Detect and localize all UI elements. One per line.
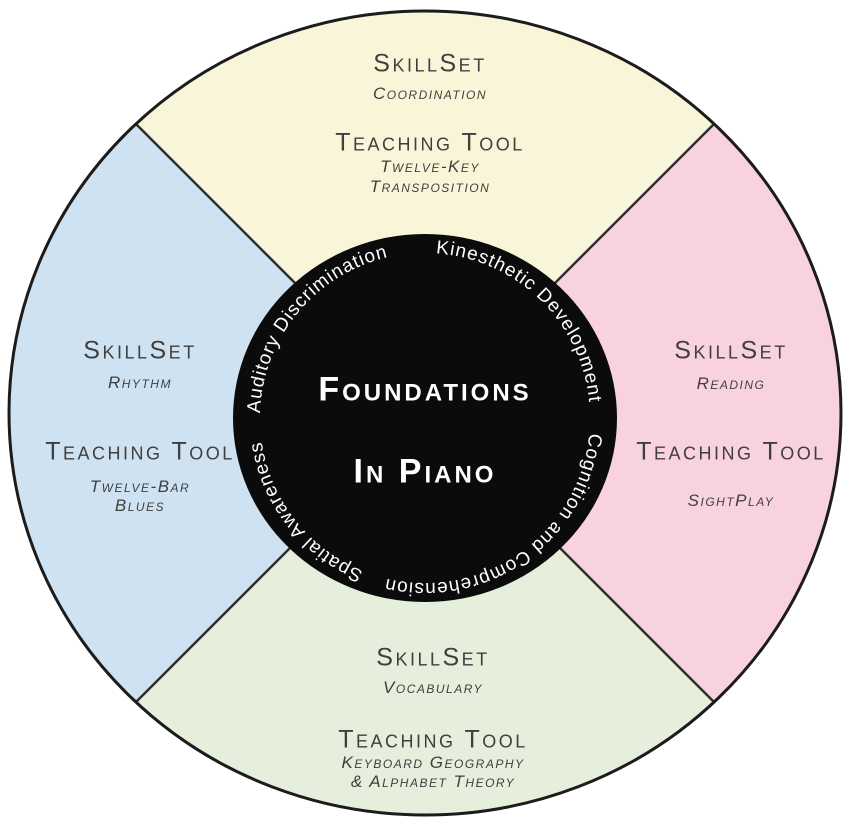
left-tool-heading: Teaching Tool (45, 437, 235, 466)
bottom-tool-line: & Alphabet Theory (350, 772, 516, 791)
quadrant-left-wedge (9, 124, 425, 702)
bottom-tool-heading: Teaching Tool (338, 725, 528, 754)
quadrant-bottom-wedge (136, 413, 714, 815)
left-tool-line: Twelve-Bar (89, 477, 191, 496)
left-skillset-heading: SkillSet (83, 336, 197, 365)
top-skillset-heading: SkillSet (373, 49, 487, 78)
right-skill-name: Reading (696, 374, 766, 393)
bottom-tool-line: Keyboard Geography (341, 753, 525, 772)
quadrant-top-wedge (136, 11, 714, 413)
top-tool-line: Twelve-Key (380, 157, 480, 176)
right-tool-line: SightPlay (687, 491, 775, 510)
bottom-skill-name: Vocabulary (383, 678, 483, 697)
top-tool-line: Transposition (369, 177, 491, 196)
outer-circle (7, 9, 843, 817)
top-skill-name: Coordination (372, 84, 488, 103)
right-skillset-heading: SkillSet (674, 336, 788, 365)
center-circle (233, 234, 617, 602)
center-title-line2: In Piano (353, 452, 497, 491)
center-title-line1: Foundations (318, 370, 532, 409)
quadrant-right-wedge (425, 124, 841, 702)
left-skill-name: Rhythm (108, 373, 172, 392)
bottom-skillset-heading: SkillSet (376, 643, 490, 672)
left-tool-line: Blues (114, 496, 166, 515)
right-tool-heading: Teaching Tool (636, 437, 826, 466)
top-tool-heading: Teaching Tool (335, 128, 525, 157)
